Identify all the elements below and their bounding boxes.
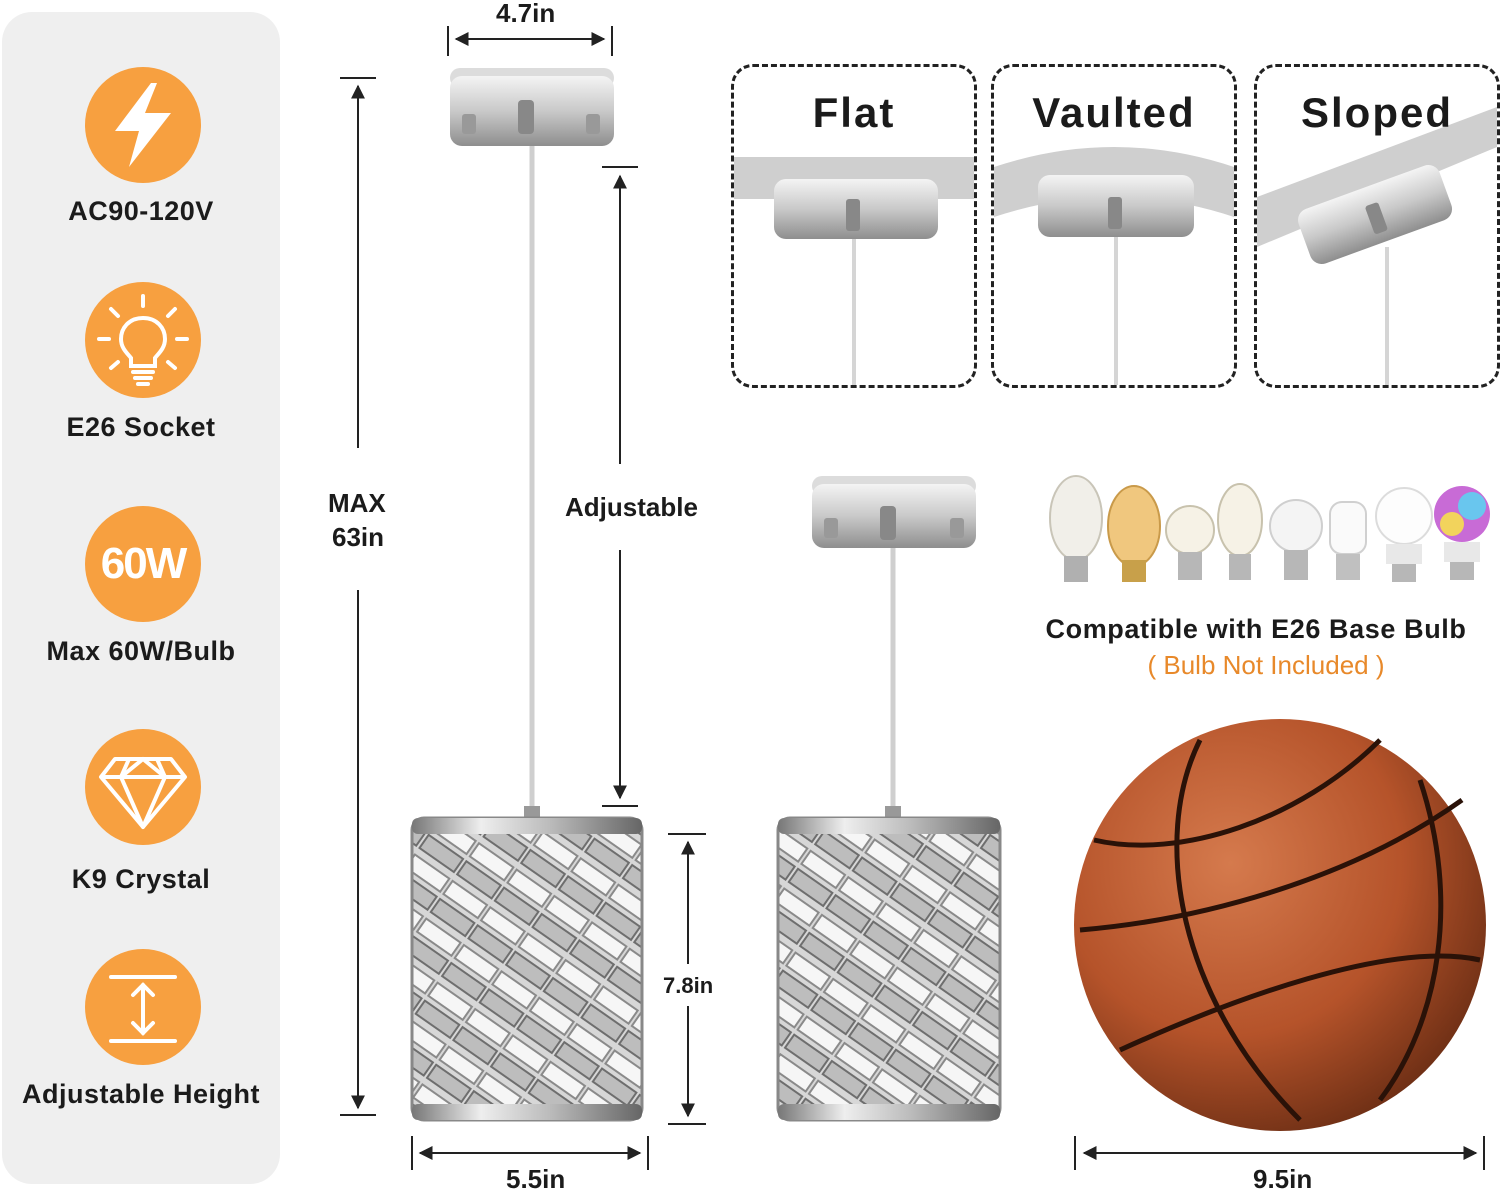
ball-width-label: 9.5in	[1253, 1164, 1313, 1194]
features-sidebar: AC90-120V E26 Socket 60W Max 60W/Bulb	[2, 12, 280, 1184]
basketball-scale-reference	[1074, 719, 1486, 1131]
filament-bulb-3	[1165, 505, 1215, 580]
adjustable-label: Adjustable	[565, 492, 698, 522]
lamp-short	[776, 476, 1002, 1122]
ceiling-type-vaulted: Vaulted	[991, 64, 1237, 388]
feature-label: K9 Crystal	[71, 864, 211, 894]
bulb-lineup	[1049, 475, 1490, 582]
feature-label: Adjustable Height	[21, 1079, 260, 1109]
led-bulb-7	[1375, 487, 1433, 582]
ceiling-type-label: Sloped	[1300, 89, 1453, 136]
ceiling-type-sloped: Sloped	[1254, 64, 1500, 388]
filament-bulb-4	[1217, 483, 1263, 580]
bulb-not-included-note: ( Bulb Not Included )	[1147, 650, 1385, 680]
clear-bulb-5	[1269, 499, 1323, 580]
feature-label: E26 Socket	[66, 412, 216, 442]
diamond-icon	[85, 729, 201, 845]
bulb-compat-title: Compatible with E26 Base Bulb	[1045, 614, 1467, 644]
feature-label: Max 60W/Bulb	[46, 636, 236, 666]
shade-width-label: 5.5in	[506, 1164, 566, 1194]
wattage-badge: 60W	[85, 506, 201, 622]
ceiling-type-flat: Flat	[731, 64, 977, 388]
edison-bulb-1	[1049, 475, 1103, 582]
canopy-width-label: 4.7in	[496, 0, 556, 28]
max-height-label-1: MAX	[328, 488, 386, 518]
ceiling-type-label: Flat	[812, 89, 896, 136]
bulb-icon	[85, 282, 201, 398]
dimension-lines	[340, 26, 1485, 1170]
feature-label: AC90-120V	[68, 196, 214, 226]
lamp-tall	[410, 68, 644, 1122]
max-height-label-2: 63in	[332, 522, 385, 552]
lightning-icon	[85, 67, 201, 183]
shade-height-label: 7.8in	[663, 973, 714, 998]
height-adjust-icon	[85, 949, 201, 1065]
edison-bulb-2	[1107, 485, 1161, 582]
ceiling-type-label: Vaulted	[1032, 89, 1196, 136]
rgb-bulb-8	[1434, 486, 1490, 580]
cfl-bulb-6	[1329, 501, 1367, 580]
